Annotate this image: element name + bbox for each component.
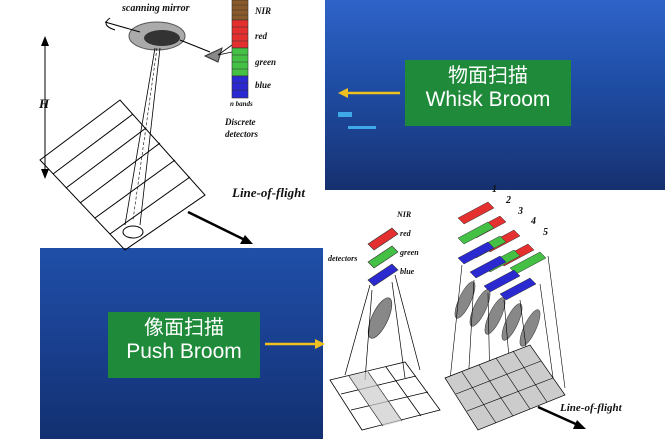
whisk-ground-grid	[39, 99, 206, 251]
whisk-broom-label-cn: 物面扫描	[448, 63, 528, 87]
push-band-blue: blue	[400, 267, 415, 276]
push-band-green: green	[400, 248, 419, 257]
push-lens-array	[454, 281, 541, 347]
push-lens	[367, 297, 393, 339]
band-label-nir: NIR	[255, 6, 272, 16]
push-detectors-label: detectors	[328, 254, 358, 263]
push-broom-label-cn: 像面扫描	[144, 315, 224, 339]
push-band-red: red	[400, 229, 411, 238]
push-number-5: 5	[543, 227, 548, 238]
height-arrow-bottom	[41, 169, 49, 179]
decor-tick	[338, 112, 352, 117]
push-number-4: 4	[531, 216, 536, 227]
discrete-label: Discrete	[225, 117, 256, 127]
detectors-label: detectors	[225, 129, 258, 139]
push-number-1: 1	[492, 184, 497, 195]
prism	[203, 47, 223, 63]
push-number-3: 3	[518, 206, 523, 217]
push-ground-grid-array	[444, 344, 566, 431]
whisk-flight-arrow-head	[240, 235, 253, 244]
discrete-detector-column	[231, 0, 249, 99]
push-detector-stack	[367, 227, 399, 287]
height-arrow-top	[41, 36, 49, 46]
band-label-green: green	[255, 57, 276, 67]
scanning-mirror-label: scanning mirror	[122, 3, 190, 14]
push-detector-array	[457, 201, 547, 301]
push-number-2: 2	[506, 195, 511, 206]
push-line-of-flight: Line-of-flight	[560, 402, 622, 414]
whisk-broom-label-en: Whisk Broom	[425, 87, 551, 111]
band-label-blue: blue	[255, 80, 272, 90]
n-bands-label: n bands	[230, 100, 253, 108]
push-broom-label: 像面扫描 Push Broom	[108, 312, 260, 378]
whisk-line-of-flight: Line-of-flight	[232, 185, 305, 200]
ifov-spot	[122, 225, 144, 239]
push-broom-label-en: Push Broom	[126, 339, 242, 363]
band-label-red: red	[255, 31, 267, 41]
push-band-nir: NIR	[397, 210, 412, 219]
whisk-broom-label: 物面扫描 Whisk Broom	[405, 60, 571, 126]
height-label: H	[39, 96, 50, 111]
scanning-mirror-face	[144, 30, 180, 46]
rotation-arrow	[105, 17, 116, 31]
push-flight-arrow-head	[573, 420, 586, 429]
